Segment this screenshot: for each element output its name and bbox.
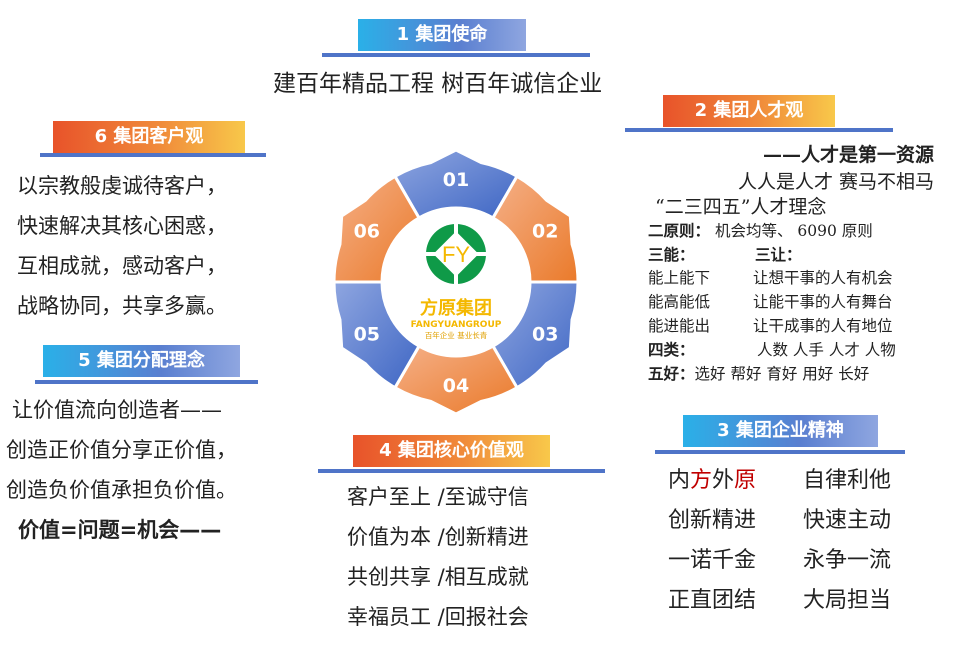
- value-item: 幸福员工 /回报社会: [347, 605, 529, 629]
- four-text: 人数 人手 人才 人物: [757, 341, 896, 359]
- spirit-header: 3 集团企业精神: [683, 415, 878, 447]
- wheel-label: 06: [354, 221, 380, 243]
- let-item: 让能干事的人有舞台: [753, 293, 893, 311]
- talent-line: ——人才是第一资源: [762, 144, 934, 166]
- spirit-item: 正直团结: [668, 588, 757, 613]
- spirit-item: 快速主动: [803, 508, 892, 533]
- principle-label: 二原则：: [648, 221, 711, 240]
- lets-label: 三让：: [755, 245, 802, 264]
- spirit-item: 自律利他: [803, 468, 892, 493]
- wheel-label: 01: [443, 169, 469, 191]
- distribution-item: 创造负价值承担负价值。: [6, 478, 237, 502]
- wheel-segment-01: [392, 150, 520, 220]
- value-item: 客户至上 /至诚守信: [347, 485, 529, 509]
- divider: [35, 380, 258, 384]
- divider: [318, 469, 605, 473]
- five-label: 五好：: [648, 364, 695, 383]
- wheel-label: 04: [443, 375, 469, 397]
- distribution-item: 让价值流向创造者——: [12, 398, 222, 422]
- talent-line: “二三四五”人才理念: [655, 196, 827, 218]
- value-item: 价值为本 /创新精进: [347, 525, 529, 549]
- distribution-item: 创造正价值分享正价值，: [6, 438, 237, 462]
- divider: [655, 450, 905, 454]
- culture-wheel: 01 02 03 04 05 06 FY 方原集团 FANGYUANGROUP 百年企业 …: [332, 150, 580, 416]
- abilities-label: 三能：: [648, 245, 695, 264]
- customer-item: 以宗教般虔诚待客户，: [17, 174, 227, 198]
- ability-item: 能上能下: [648, 269, 711, 287]
- logo-text: FANGYUANGROUP: [411, 320, 502, 330]
- wheel-segment-04: [392, 344, 520, 416]
- spirit-item: 内方外原: [668, 468, 757, 493]
- divider: [625, 128, 893, 132]
- wheel-segment-03: [490, 280, 580, 390]
- talent-header: 2 集团人才观: [663, 95, 835, 127]
- distribution-item: 价值=问题=机会——: [18, 518, 222, 542]
- four-label: 四类：: [648, 340, 695, 359]
- wheel-segment-05: [332, 280, 422, 390]
- divider: [40, 153, 266, 157]
- wheel-label: 02: [532, 221, 558, 243]
- let-item: 让干成事的人有地位: [753, 317, 893, 335]
- logo-text: 方原集团: [420, 297, 492, 319]
- values-header: 4 集团核心价值观: [353, 435, 550, 467]
- customer-item: 快速解决其核心困惑，: [17, 214, 227, 238]
- mission-header: 1 集团使命: [358, 19, 526, 51]
- customer-item: 互相成就，感动客户，: [17, 254, 227, 278]
- mission-text: 建百年精品工程 树百年诚信企业: [273, 71, 603, 97]
- logo-text: FY: [442, 242, 470, 267]
- ability-item: 能高能低: [648, 293, 711, 311]
- spirit-item: 一诺千金: [668, 548, 757, 573]
- value-item: 共创共享 /相互成就: [347, 565, 529, 589]
- divider: [322, 53, 590, 57]
- wheel-segment-06: [332, 174, 422, 284]
- spirit-item: 永争一流: [803, 548, 892, 573]
- talent-line: 人人是人才 赛马不相马: [737, 171, 934, 193]
- wheel-label: 05: [354, 324, 380, 346]
- principle-text: 机会均等、 6090 原则: [714, 222, 873, 240]
- logo-text: 百年企业 基业长青: [425, 330, 488, 340]
- customer-item: 战略协同，共享多赢。: [17, 294, 227, 318]
- wheel-label: 03: [532, 324, 558, 346]
- distribution-header: 5 集团分配理念: [43, 345, 240, 377]
- spirit-item: 大局担当: [803, 588, 892, 613]
- customer-header: 6 集团客户观: [53, 121, 245, 153]
- let-item: 让想干事的人有机会: [753, 269, 893, 287]
- five-text: 选好 帮好 育好 用好 长好: [694, 365, 870, 383]
- wheel-segment-02: [490, 174, 580, 284]
- spirit-item: 创新精进: [668, 508, 757, 533]
- logo-mark: FY: [426, 224, 486, 284]
- ability-item: 能进能出: [648, 317, 711, 335]
